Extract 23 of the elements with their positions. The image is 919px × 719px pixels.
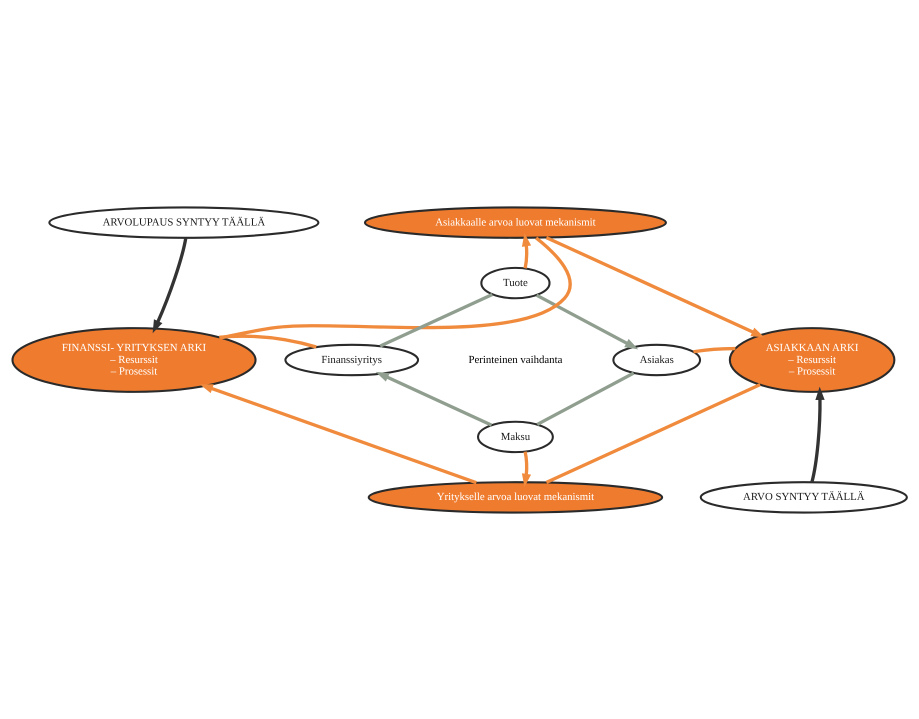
node-ellipse: ARVO SYNTYY TÄÄLLÄ: [700, 480, 908, 514]
connector: [693, 346, 736, 353]
node-ellipse: Tuote: [480, 266, 551, 299]
arrow: [376, 371, 492, 426]
arrow: [810, 386, 825, 482]
arrow: [536, 293, 638, 349]
connector: [220, 236, 572, 339]
node-ellipse: Maksu: [477, 420, 554, 453]
connector: [546, 382, 761, 484]
arrow: [522, 232, 532, 268]
label: Perinteinen vaihdanta: [468, 353, 562, 366]
arrow: [152, 237, 188, 333]
connector: [536, 371, 634, 426]
node-ellipse: Finanssiyritys: [284, 343, 420, 376]
node-ellipse: Asiakkaalle arvoa luovat mekanismit: [364, 206, 667, 238]
connector: [380, 292, 494, 348]
arrow: [522, 450, 532, 487]
connector: [219, 334, 317, 348]
arrow: [200, 384, 477, 484]
node-ellipse: Asiakas: [612, 343, 702, 376]
node-ellipse: Yritykselle arvoa luovat mekanismit: [368, 480, 664, 514]
node-ellipse: ARVOLUPAUS SYNTYY TÄÄLLÄ: [48, 206, 320, 238]
arrow: [546, 236, 764, 337]
